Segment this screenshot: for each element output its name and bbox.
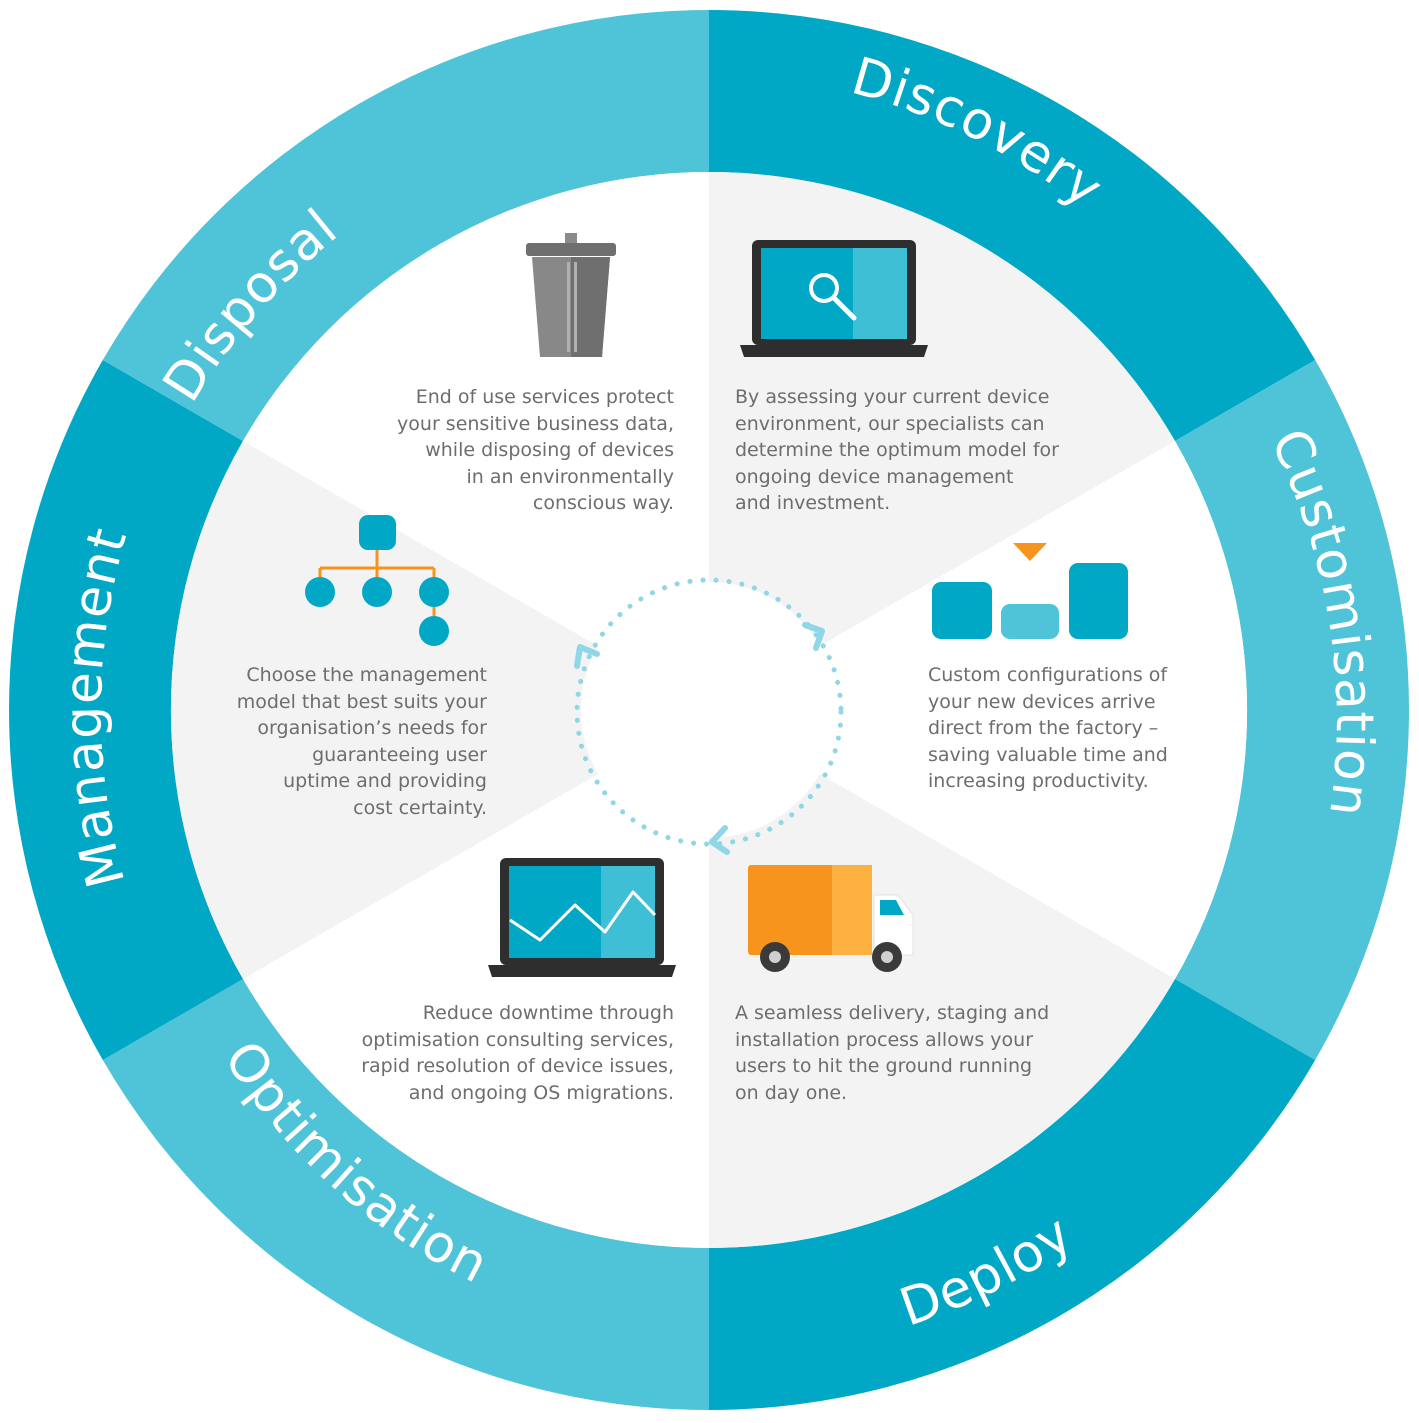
delivery-truck-icon	[748, 865, 914, 972]
stage-description-discovery: By assessing your current device environ…	[735, 386, 1059, 514]
trash-bin-icon	[526, 233, 616, 357]
laptop-chart-icon	[488, 858, 676, 977]
configuration-blocks-icon	[932, 543, 1128, 639]
laptop-magnifier-icon	[740, 240, 928, 357]
inner-wedges	[170, 171, 1248, 1249]
stage-description-deploy: A seamless delivery, staging and install…	[735, 1002, 1050, 1104]
stage-description-management: Choose the management model that best su…	[236, 664, 487, 819]
stage-description-optimisation: Reduce downtime through optimisation con…	[361, 1002, 674, 1104]
ring-segment-deploy	[709, 979, 1316, 1410]
ring-segment-customisation	[1175, 360, 1409, 1060]
cycle-arrow-icon	[574, 644, 600, 669]
ring-segment-disposal	[102, 10, 710, 441]
org-chart-icon	[305, 515, 449, 646]
cycle-arrow-icons	[574, 622, 825, 855]
ring-segment-management	[9, 360, 243, 1060]
stage-description-customisation: Custom configurations of your new device…	[928, 664, 1168, 792]
outer-ring	[9, 10, 1409, 1410]
ring-segment-discovery	[709, 10, 1316, 441]
wedge-management	[170, 441, 710, 979]
dotted-cycle-ring	[574, 577, 844, 847]
wedge-optimisation	[243, 710, 709, 1249]
center-disc	[581, 582, 837, 838]
ring-segment-optimisation	[102, 979, 710, 1410]
wedge-deploy	[709, 710, 1175, 1248]
stage-description-disposal: End of use services protect your sensiti…	[397, 386, 674, 514]
cycle-arrow-icon	[709, 825, 730, 855]
cycle-arrow-icon	[802, 622, 825, 651]
